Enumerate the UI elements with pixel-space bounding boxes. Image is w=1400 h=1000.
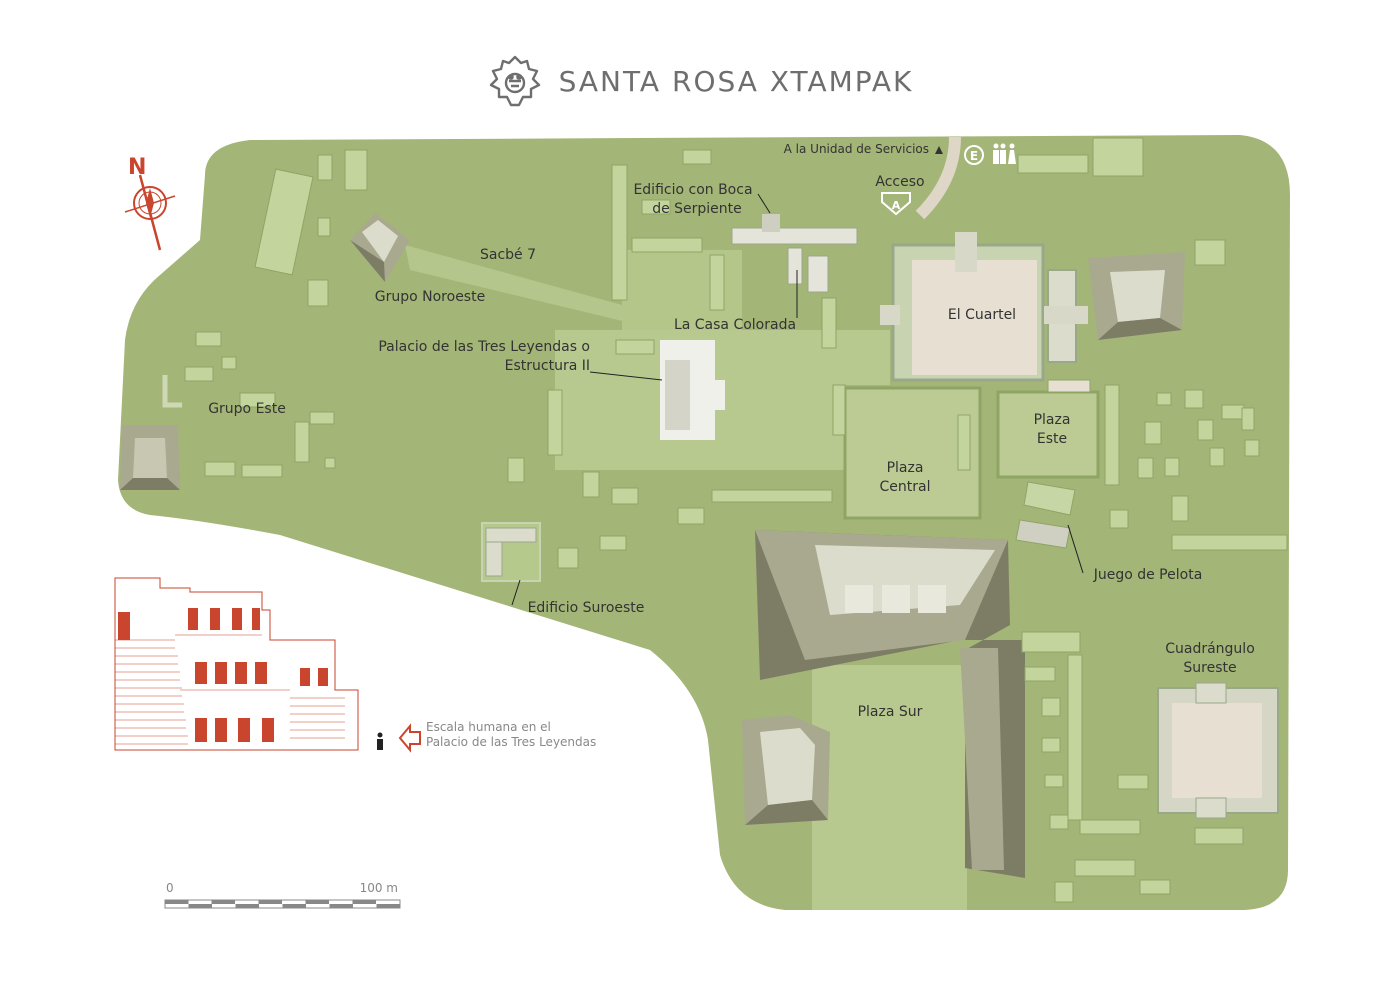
el-cuartel-building — [880, 232, 1088, 382]
palacio-elevation-drawing — [114, 577, 359, 751]
label-unidad-servicios: A la Unidad de Servicios — [784, 142, 929, 156]
scale-end-label: 100 m — [360, 881, 398, 895]
palacio-tres-leyendas — [660, 340, 725, 440]
services-badge: E — [970, 149, 978, 163]
human-figure-icon — [377, 732, 383, 750]
label-plaza-central-1: Plaza — [887, 460, 924, 476]
scale-bar — [164, 899, 401, 909]
north-arrow-icon — [935, 146, 943, 154]
label-casa-colorada: La Casa Colorada — [674, 317, 796, 333]
left-arrow-icon — [398, 723, 421, 753]
label-plaza-este-1: Plaza — [1034, 412, 1071, 428]
label-palacio-1: Palacio de las Tres Leyendas o — [378, 339, 590, 355]
mayan-glyph-logo-icon — [489, 55, 540, 107]
pyramid-northeast — [1088, 252, 1185, 340]
label-palacio-2: Estructura II — [505, 358, 590, 374]
map-title: SANTA ROSA XTAMPAK — [558, 64, 914, 98]
label-edificio-suroeste: Edificio Suroeste — [528, 600, 645, 616]
human-scale-line-1: Escala humana en el — [426, 720, 551, 734]
access-marker-icon — [881, 192, 911, 216]
edificio-suroeste — [481, 522, 541, 582]
label-grupo-este: Grupo Este — [208, 401, 286, 417]
label-edificio-boca-1: Edificio con Boca — [633, 182, 752, 198]
pyramid-plaza-sur — [755, 530, 1025, 878]
scattered-mounds — [184, 137, 1288, 903]
label-juego-pelota: Juego de Pelota — [1093, 567, 1203, 583]
juego-de-pelota — [1015, 481, 1076, 549]
access-marker: A — [892, 199, 901, 212]
female-restroom-icon — [1008, 143, 1016, 164]
label-edificio-boca-2: de Serpiente — [652, 201, 742, 217]
label-plaza-central-2: Central — [880, 479, 931, 495]
pyramid-grupo-noroeste — [350, 213, 410, 282]
scale-start-label: 0 — [166, 881, 174, 895]
label-sacbe-7: Sacbé 7 — [480, 247, 536, 263]
male-restroom-icon — [993, 143, 1006, 164]
label-cuadrangulo-2: Sureste — [1183, 660, 1236, 676]
label-cuadrangulo-1: Cuadrángulo — [1165, 641, 1255, 657]
label-plaza-sur: Plaza Sur — [858, 704, 923, 720]
leader-lines — [511, 193, 1084, 606]
pyramid-south-small — [742, 715, 830, 825]
label-acceso: Acceso — [875, 174, 924, 190]
grupo-este-marker — [162, 375, 182, 408]
label-plaza-este-2: Este — [1037, 431, 1067, 447]
access-road — [915, 136, 961, 220]
human-scale-line-2: Palacio de las Tres Leyendas — [426, 735, 596, 749]
casa-colorada-complex — [731, 214, 858, 293]
map-header: SANTA ROSA XTAMPAK — [0, 46, 1400, 116]
cuadrangulo-sureste — [1157, 682, 1279, 819]
label-grupo-noroeste: Grupo Noroeste — [375, 289, 485, 305]
plaza-sur — [812, 665, 967, 910]
sacbe-road — [405, 245, 660, 330]
plaza-este — [996, 390, 1100, 479]
label-el-cuartel: El Cuartel — [948, 307, 1016, 323]
parking-icon — [964, 145, 984, 165]
north-label: N — [128, 155, 146, 180]
pyramid-grupo-este — [120, 425, 180, 490]
compass-icon — [124, 174, 176, 251]
